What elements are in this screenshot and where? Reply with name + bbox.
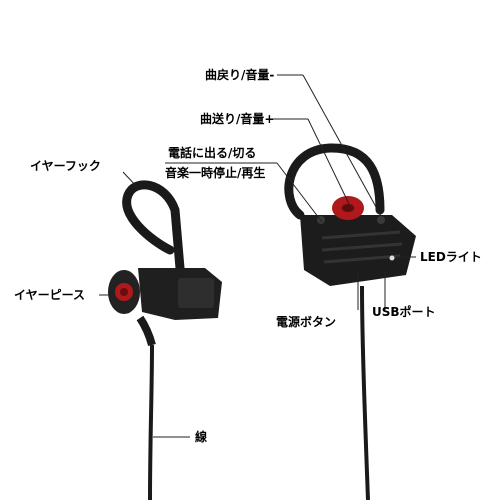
leader-ear-hook <box>122 171 139 189</box>
right-ear-hook <box>284 143 385 220</box>
right-cable <box>360 285 370 500</box>
button-dot-right <box>377 216 385 224</box>
leader-lines <box>99 74 416 438</box>
label-music: 音楽一時停止/再生 <box>165 166 266 180</box>
left-tail <box>136 315 156 347</box>
label-track-next: 曲送り/音量+ <box>200 112 275 126</box>
led-light-dot <box>389 255 395 261</box>
label-ear-piece: イヤーピース <box>14 288 86 302</box>
label-power: 電源ボタン <box>276 315 337 329</box>
label-track-back: 曲戻り/音量- <box>205 68 275 82</box>
label-led: LEDライト <box>420 250 482 264</box>
label-call: 電話に出る/切る <box>168 146 257 160</box>
left-cable <box>148 344 154 500</box>
left-ear-hook <box>122 180 185 273</box>
label-usb: USBポート <box>372 305 436 319</box>
left-body-panel <box>178 278 214 308</box>
label-ear-hook: イヤーフック <box>30 159 101 173</box>
label-cable: 線 <box>195 430 208 444</box>
